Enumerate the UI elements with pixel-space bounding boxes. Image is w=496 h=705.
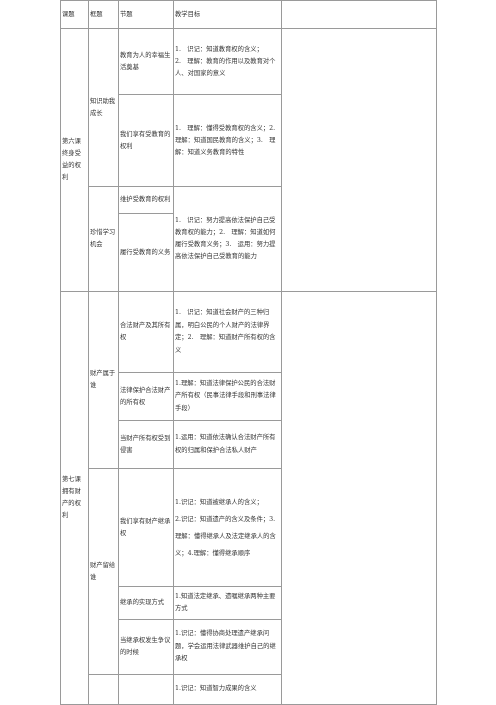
goal-line: 1.识记：知道智力成果的含义 — [175, 685, 257, 693]
extra-cell — [281, 291, 437, 705]
goal-cell: 1. 识记：知道教育权的含义； 2. 理解：教育的作用以及教育对个人、对国家的意… — [173, 28, 282, 95]
goal-line: 1.识记：懂得协商处理遗产继承问题，学会运用法律武器维护自己的继承权 — [175, 630, 276, 663]
goal-cell: 1.识记：知道智力成果的含义 — [173, 674, 282, 705]
section-title — [118, 674, 174, 705]
goal-line: 2.识记：知道遗产的含义及条件；3.理解：懂得继承人及法定继承人的含义；4.理解… — [175, 515, 276, 557]
section-title: 继承的实现方式 — [118, 586, 174, 620]
table-row: 履行受教育的义务 — [61, 213, 437, 292]
goal-cell: 1. 识记：努力提高依法保护自己受教育权的能力；2. 理解：知道如何履行受教育义… — [173, 186, 282, 292]
goal-line: 1. 识记：努力提高依法保护自己受教育权的能力；2. 理解：知道如何履行受教育义… — [175, 217, 276, 260]
frame-title — [88, 674, 119, 705]
header-section: 节题 — [118, 0, 174, 29]
section-title: 法律保护合法财产的所有权 — [118, 372, 174, 421]
goal-line: 2. 理解：教育的作用以及教育对个人、对国家的意义 — [175, 57, 276, 77]
section-title: 维护受教育的权利 — [118, 186, 174, 214]
table-row: 当继承权发生争议的时候 1.识记：懂得协商处理遗产继承问题，学会运用法律武器维护… — [61, 619, 437, 675]
goal-line: 1.理解：知道法律保护公民的合法财产所有权（民事法律手段和刑事法律手段） — [175, 379, 276, 412]
table-row: 第七课 拥有财产的权利 财产属于谁 合法财产及其所有权 1. 识记：知道社会财产… — [60, 291, 437, 705]
header-lesson: 课题 — [60, 0, 89, 29]
frame-title: 知识助我成长 — [88, 28, 119, 187]
table-row: 法律保护合法财产的所有权 1.理解：知道法律保护公民的合法财产所有权（民事法律手… — [61, 372, 437, 421]
frame-title: 财产留给谁 — [88, 468, 119, 675]
goal-cell: 1. 理解：懂得受教育权的含义；2. 理解：知道国民教育的含义；3. 理解：知道… — [173, 94, 282, 187]
section-title: 当继承权发生争议的时候 — [118, 619, 174, 675]
lesson-title: 第六课 终身受益的权利 — [60, 28, 89, 292]
frame-title: 财产属于谁 — [88, 291, 119, 469]
goal-line: 1.运用：知道依法确认合法财产所有权的归属和保护合法私人财产 — [175, 434, 276, 454]
table-row: 继承的实现方式 1.知道法定继承、遗嘱继承两种主要方式 — [61, 586, 437, 620]
goal-line: 1.知道法定继承、遗嘱继承两种主要方式 — [175, 592, 276, 613]
header-goal: 教学目标 — [173, 0, 282, 29]
goal-line: 1.识记：知道被继承人的含义； — [175, 498, 263, 506]
goal-cell: 1.识记：懂得协商处理遗产继承问题，学会运用法律武器维护自己的继承权 — [173, 619, 282, 675]
goal-line: 1. 理解：懂得受教育权的含义；2. 理解：知道国民教育的含义；3. 理解：知道… — [175, 124, 282, 156]
table-row: 我们享有受教育的权利 1. 理解：懂得受教育权的含义；2. 理解：知道国民教育的… — [61, 94, 437, 187]
section-title: 履行受教育的义务 — [118, 213, 174, 292]
goal-cell: 1.识记：知道被继承人的含义； 2.识记：知道遗产的含义及条件；3.理解：懂得继… — [173, 468, 282, 587]
header-frame: 框题 — [88, 0, 119, 29]
goal-cell: 1. 识记：知道社会财产的三种归属，明白公民的个人财产的法律界定；2. 理解：知… — [173, 291, 282, 373]
section-title: 我们享有受教育的权利 — [118, 94, 174, 187]
goal-cell: 1.知道法定继承、遗嘱继承两种主要方式 — [173, 586, 282, 620]
table-row: 财产留给谁 我们享有财产继承权 1.识记：知道被继承人的含义； 2.识记：知道遗… — [61, 468, 437, 675]
goal-cell: 1.理解：知道法律保护公民的合法财产所有权（民事法律手段和刑事法律手段） — [173, 372, 282, 421]
lesson-title: 第七课 拥有财产的权利 — [60, 291, 89, 705]
section-title: 教育为人的幸福生活奠基 — [118, 28, 174, 95]
header-row: 课题 框题 节题 教学目标 — [60, 0, 437, 29]
curriculum-table: 课题 框题 节题 教学目标 第六课 终身受益的权利 知识助我成长 教育为人的幸福… — [60, 0, 437, 705]
section-title: 我们享有财产继承权 — [118, 468, 174, 587]
goal-line: 1. 识记：知道教育权的含义； — [175, 45, 263, 53]
table-row: 第六课 终身受益的权利 知识助我成长 教育为人的幸福生活奠基 1. 识记：知道教… — [60, 28, 437, 292]
section-title: 合法财产及其所有权 — [118, 291, 174, 373]
frame-title: 珍惜学习机会 — [88, 186, 119, 292]
header-extra — [281, 0, 437, 29]
extra-cell — [281, 28, 437, 292]
goal-line: 1. 识记：知道社会财产的三种归属，明白公民的个人财产的法律界定；2. 理解：知… — [175, 309, 276, 354]
goal-cell: 1.运用：知道依法确认合法财产所有权的归属和保护合法私人财产 — [173, 420, 282, 469]
section-title: 当财产所有权受到侵害 — [118, 420, 174, 469]
